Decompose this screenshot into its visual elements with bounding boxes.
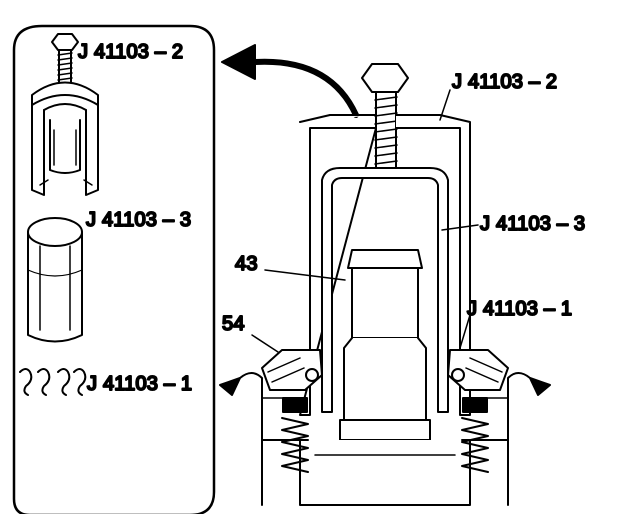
- label-main-tool-3: J 41103 – 3: [480, 213, 585, 235]
- label-main-tool-1: J 41103 – 1: [467, 298, 572, 320]
- bolt-icon: [361, 63, 409, 173]
- inset-sleeve: [27, 217, 83, 343]
- leader-lines: [251, 89, 479, 353]
- inset-remover-body: [31, 33, 99, 196]
- label-inset-tool-3: J 41103 – 3: [86, 209, 191, 231]
- callout-54: 54: [222, 313, 245, 335]
- strut-shaft: [339, 249, 431, 441]
- curved-arrow-icon: [221, 44, 359, 118]
- label-inset-tool-2: J 41103 – 2: [78, 41, 183, 63]
- callout-43: 43: [235, 253, 258, 275]
- main-sleeve: [321, 167, 449, 413]
- retainer-clip-icon: [19, 368, 87, 396]
- spring-icon: [281, 397, 489, 473]
- base-housing: [219, 372, 551, 506]
- inset-panel: [12, 24, 216, 514]
- label-inset-tool-1: J 41103 – 1: [87, 373, 192, 395]
- left-seat: [261, 349, 323, 391]
- label-main-tool-2: J 41103 – 2: [452, 71, 557, 93]
- right-seat: [447, 349, 509, 391]
